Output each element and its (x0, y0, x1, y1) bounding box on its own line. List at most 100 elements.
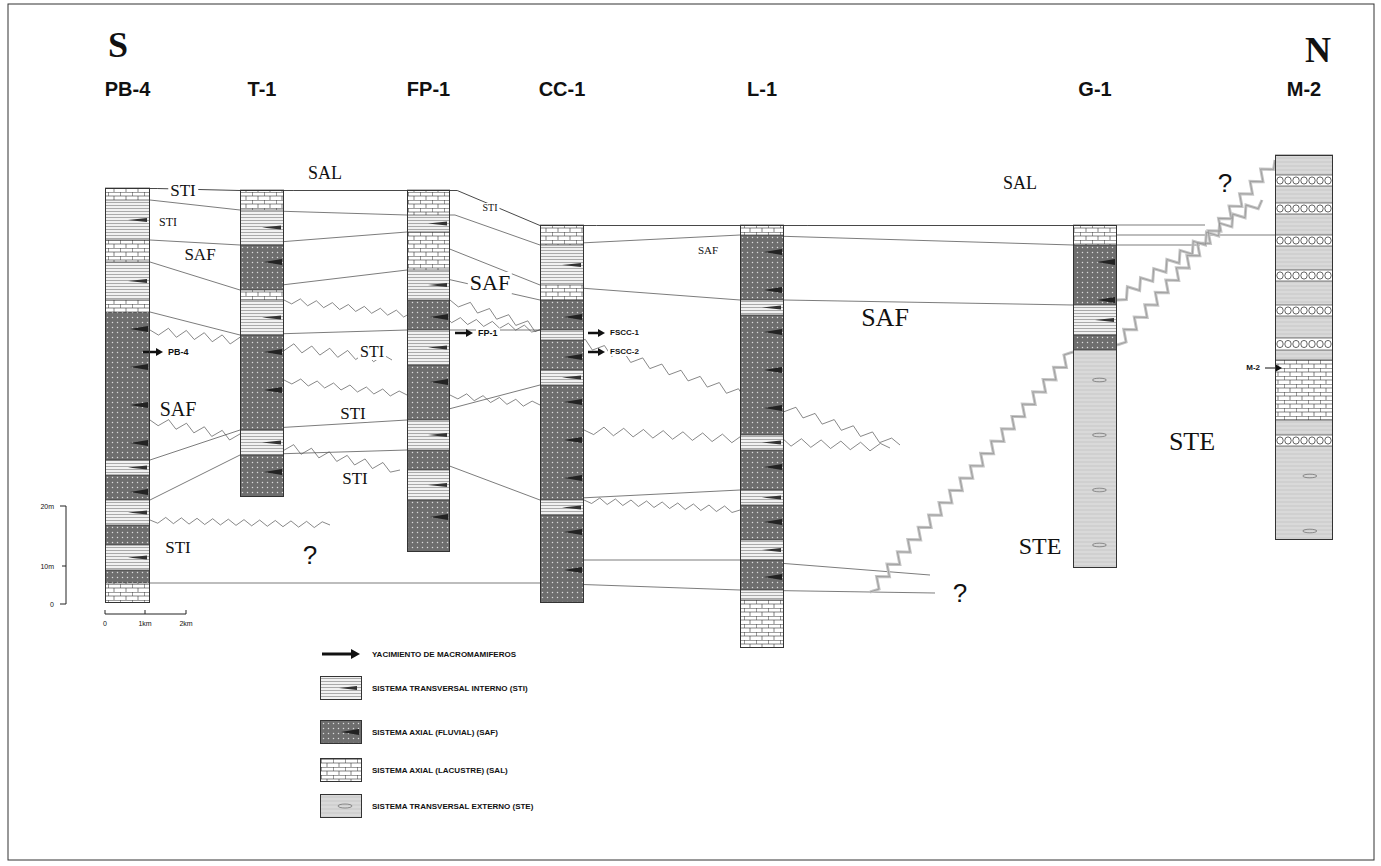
interfingering-line (450, 394, 540, 406)
direction-letter: S (106, 27, 130, 63)
column-log (540, 225, 584, 603)
stratigraphic-column: M-2 (1275, 155, 1333, 540)
column-log (1275, 155, 1333, 540)
facies-boundary (1117, 200, 1262, 300)
column-log (240, 190, 284, 497)
correlation-line (150, 450, 740, 500)
facies-label: STI (358, 344, 386, 360)
correlation-line (784, 300, 1073, 305)
column-log (740, 225, 784, 648)
legend-sample (321, 795, 361, 817)
stratigraphic-column: T-1 (240, 190, 284, 497)
correlation-top-line (784, 225, 1073, 226)
query-mark: ? (301, 542, 319, 568)
legend-swatch (320, 794, 362, 818)
facies-label: STI (168, 182, 198, 199)
scale-label: 1km (136, 620, 153, 627)
correlation-top-line (584, 225, 740, 226)
facies-label: SAF (859, 305, 911, 331)
facies-boundary (870, 352, 1073, 592)
query-mark: ? (1216, 170, 1234, 196)
site-arrow (598, 329, 605, 337)
facies-label: STI (481, 203, 500, 213)
column-log (407, 190, 450, 552)
facies-label: STI (157, 216, 179, 228)
correlation-line (150, 232, 740, 300)
correlation-top-line (450, 191, 540, 226)
legend-sample (320, 648, 360, 660)
site-arrow (588, 351, 599, 354)
column-log (105, 188, 150, 603)
column-name: G-1 (1078, 79, 1111, 99)
stratigraphic-column: CC-1 (540, 225, 584, 603)
legend-swatch (320, 676, 362, 700)
facies-label: STI (340, 470, 370, 487)
facies-boundary (1117, 200, 1262, 300)
facies-label: STE (1017, 534, 1064, 558)
correlation-top-line (284, 190, 407, 191)
site-label: FSCC-2 (608, 348, 641, 356)
facies-label: STI (338, 405, 368, 422)
facies-label: STI (163, 539, 193, 556)
facies-boundary (1117, 160, 1275, 345)
correlation-line (150, 385, 540, 460)
scale-label: 0 (48, 601, 56, 608)
direction-letter: N (1303, 32, 1333, 68)
site-label: M-2 (1244, 364, 1262, 372)
facies-label: SAL (1001, 174, 1039, 192)
legend-text: SISTEMA TRANSVERSAL INTERNO (STI) (372, 684, 528, 693)
legend-sample (321, 677, 361, 699)
facies-label: SAF (468, 272, 512, 294)
scale-label: 0 (101, 620, 109, 627)
facies-label: SAL (306, 164, 344, 182)
legend-entry: SISTEMA TRANSVERSAL INTERNO (STI) (320, 676, 528, 700)
legend-text: SISTEMA AXIAL (FLUVIAL) (SAF) (372, 728, 498, 737)
scale-label: 10m (38, 563, 56, 570)
interfingering-line (584, 498, 740, 512)
site-arrow (1275, 364, 1282, 372)
scale-bar (60, 506, 186, 614)
facies-label: STE (1167, 429, 1217, 455)
stratigraphic-column: FP-1 (407, 190, 450, 552)
site-arrow (455, 332, 467, 335)
legend-text: SISTEMA TRANSVERSAL EXTERNO (STE) (372, 802, 533, 811)
legend-text: SISTEMA AXIAL (LACUSTRE) (SAL) (372, 766, 508, 775)
legend-entry: SISTEMA TRANSVERSAL EXTERNO (STE) (320, 794, 533, 818)
interfingering-line (284, 379, 407, 396)
interfingering-line (150, 517, 330, 527)
figure-frame (8, 4, 1374, 860)
legend-swatch (320, 648, 362, 660)
column-name: L-1 (747, 79, 777, 99)
correlation-line (1117, 225, 1205, 226)
query-mark: ? (951, 580, 969, 606)
site-arrow (143, 351, 157, 354)
scale-label: 20m (38, 503, 56, 510)
interfingering-line (450, 300, 900, 445)
stratigraphic-column: G-1 (1073, 225, 1117, 568)
site-arrow (466, 329, 473, 337)
stratigraphic-column: L-1 (740, 225, 784, 648)
legend-swatch (320, 720, 362, 744)
facies-label: SAF (182, 246, 217, 263)
column-name: CC-1 (539, 79, 586, 99)
correlation-line (150, 200, 1200, 245)
site-arrow (598, 348, 605, 356)
site-label: FSCC-1 (608, 329, 641, 337)
facies-boundary (1117, 160, 1275, 345)
column-name: FP-1 (407, 79, 450, 99)
site-label: FP-1 (476, 329, 500, 338)
scale-label: 2km (177, 620, 194, 627)
column-name: PB-4 (105, 79, 151, 99)
correlation-line (1117, 235, 1275, 236)
site-label: PB-4 (166, 348, 191, 357)
site-arrow (156, 348, 163, 356)
correlation-line (150, 262, 540, 300)
site-arrow (588, 332, 599, 335)
interfingering-line (584, 427, 890, 451)
facies-label: SAF (696, 245, 720, 256)
facies-boundary (870, 352, 1073, 592)
legend-text: YACIMIENTO DE MACROMAMIFEROS (372, 650, 516, 659)
interfingering-line (284, 299, 540, 332)
legend-entry: YACIMIENTO DE MACROMAMIFEROS (320, 642, 516, 666)
legend-sample (321, 759, 361, 781)
